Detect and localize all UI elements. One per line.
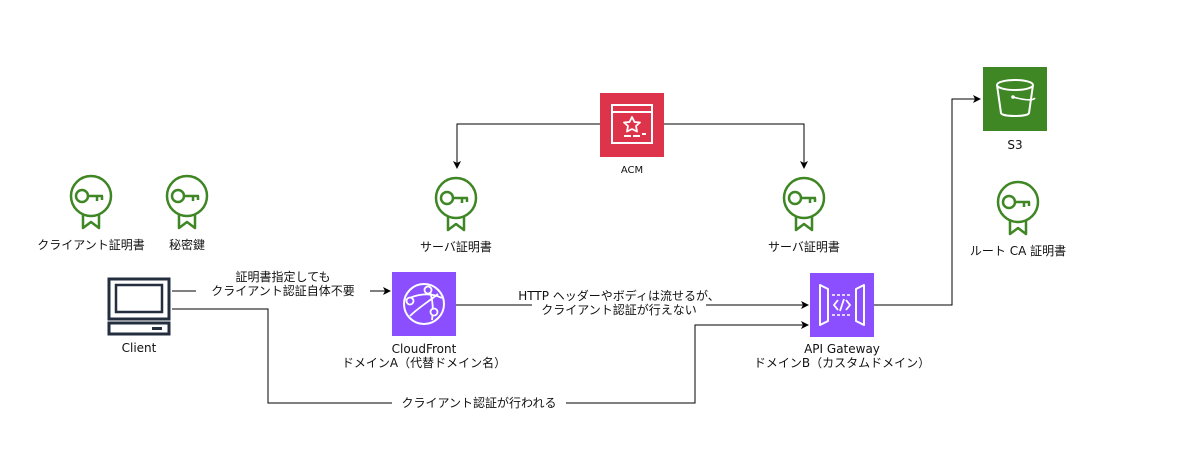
s3-bucket-icon bbox=[983, 67, 1047, 131]
server-cert-right-label: サーバ証明書 bbox=[768, 240, 840, 254]
edge-acm-to-left-cert bbox=[453, 123, 600, 169]
apigw-name-label: API Gateway bbox=[804, 342, 880, 356]
server-cert-left-label: サーバ証明書 bbox=[420, 240, 492, 254]
edge-apigw-to-s3 bbox=[874, 95, 981, 306]
server-cert-left-icon bbox=[432, 176, 480, 232]
cloudfront-name-label: CloudFront bbox=[391, 342, 457, 356]
private-key-icon bbox=[163, 174, 211, 230]
private-key-label: 秘密鍵 bbox=[168, 238, 205, 252]
edge-label-cf-api-line2: クライアント認証が行えない bbox=[532, 303, 706, 318]
cloudfront-icon bbox=[392, 272, 456, 336]
api-gateway-icon bbox=[810, 273, 874, 337]
edge-label-client-api: クライアント認証が行われる bbox=[392, 396, 566, 411]
acm-icon bbox=[600, 93, 664, 157]
client-label: Client bbox=[121, 341, 157, 355]
client-cert-label: クライアント証明書 bbox=[37, 238, 145, 252]
edge-label-client-cf-line2: クライアント認証自体不要 bbox=[196, 284, 370, 299]
edge-acm-to-right-cert bbox=[664, 123, 808, 169]
root-ca-label: ルート CA 証明書 bbox=[969, 244, 1067, 258]
root-ca-cert-icon bbox=[994, 180, 1042, 236]
client-cert-icon bbox=[67, 174, 115, 230]
apigw-domain-label: ドメインB（カスタムドメイン） bbox=[753, 356, 931, 370]
client-computer-icon bbox=[106, 276, 172, 336]
s3-label: S3 bbox=[1007, 138, 1023, 152]
edge-label-client-cf-line1: 証明書指定しても bbox=[201, 270, 365, 285]
edge-label-cf-api-line1: HTTP ヘッダーやボディは流せるが、 bbox=[507, 289, 731, 304]
server-cert-right-icon bbox=[780, 176, 828, 232]
cloudfront-domain-label: ドメインA（代替ドメイン名） bbox=[341, 356, 507, 370]
acm-label: ACM bbox=[620, 165, 644, 176]
